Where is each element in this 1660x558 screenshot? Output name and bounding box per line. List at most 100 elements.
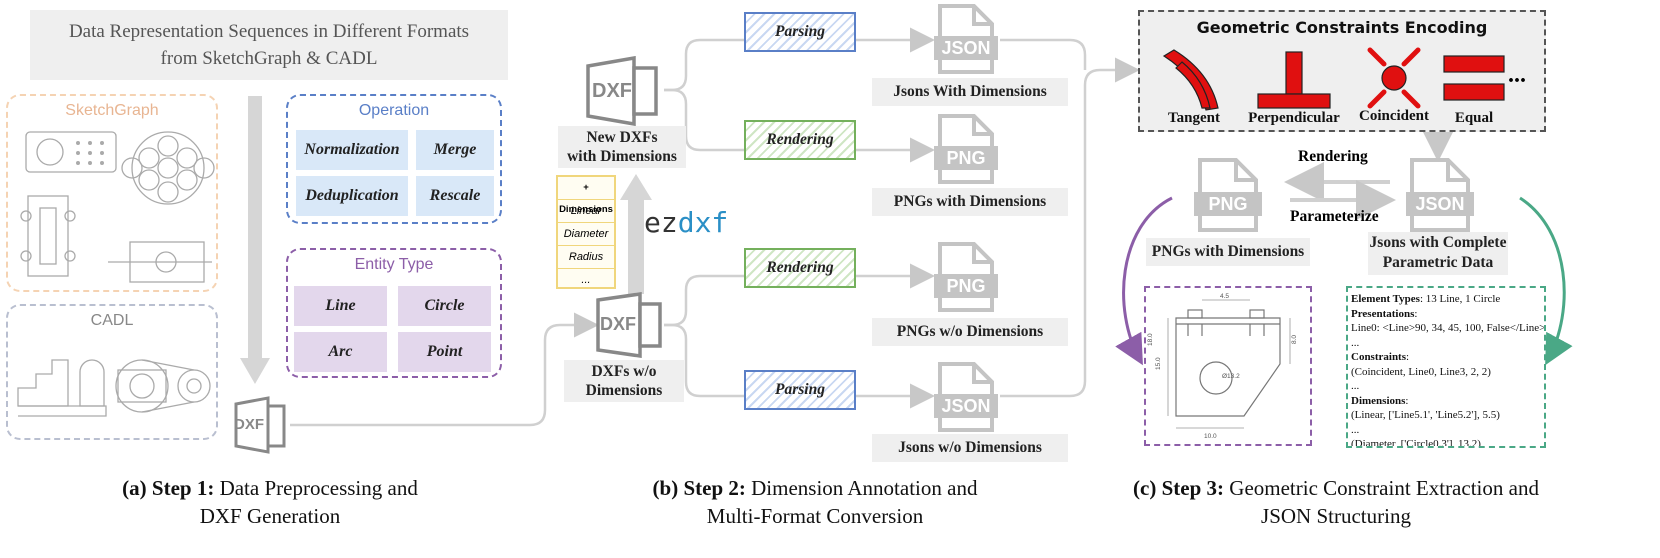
constraint-perpendicular: Perpendicular <box>1248 110 1340 126</box>
constraints-ellipsis: ... <box>1508 62 1526 88</box>
parametric-json-code: Element Types: 13 Line, 1 Circle Present… <box>1346 286 1546 448</box>
entity-type-box: Entity Type Line Circle Arc Point <box>286 248 502 378</box>
step1-title-box: Data Representation Sequences in Differe… <box>30 10 508 80</box>
step3-caption-rest: Geometric Constraint Extraction and <box>1224 476 1539 500</box>
step2-caption-bold: (b) Step 2: <box>652 476 746 500</box>
ezdxf-logo-ez: ez <box>644 206 678 239</box>
code-linear: (Linear, ['Line5.1', 'Line5.2'], 5.5) <box>1351 409 1500 421</box>
code-ellipsis-1: ... <box>1351 336 1360 349</box>
png-file-icon-1-label: PNG <box>946 148 986 168</box>
step3-caption-bold: (c) Step 3: <box>1133 476 1225 500</box>
step3-caption: (c) Step 3: Geometric Constraint Extract… <box>1106 474 1566 530</box>
cadl-label: CADL <box>90 312 134 329</box>
png-file-icon-1: PNG <box>934 114 998 184</box>
json-file-icon-2: JSON <box>934 362 998 432</box>
step2-caption-line2: Multi-Format Conversion <box>706 504 924 528</box>
entity-type-title: Entity Type <box>354 256 434 273</box>
png-file-icon-3-label: PNG <box>1208 194 1248 214</box>
code-dimensions-colon: : <box>1405 394 1409 407</box>
parameterize-arrow-label: Parameterize <box>1290 208 1379 225</box>
dxf-icon-new: DXF <box>582 55 666 127</box>
sketchgraph-thumbnails <box>20 131 215 283</box>
new-dxf-label-line1: New DXFs <box>586 129 658 146</box>
rendering-box-bottom: Rendering <box>744 248 856 288</box>
down-arrow <box>248 96 262 358</box>
png-file-icon-2: PNG <box>934 242 998 312</box>
step1-caption-line2: DXF Generation <box>199 504 341 528</box>
entity-line: Line <box>294 286 387 326</box>
step1-title-line2: from SketchGraph & CADL <box>160 48 378 69</box>
step3-json-label-line2: Parametric Data <box>1382 254 1494 271</box>
step3-png-label: PNGs with Dimensions <box>1146 238 1310 266</box>
dxf-icon-wo-label: DXF <box>600 314 636 334</box>
op-rescale: Rescale <box>416 176 494 216</box>
step1-caption-rest: Data Preprocessing and <box>214 476 418 500</box>
dxf-wo-label-line2: Dimensions <box>585 382 663 399</box>
code-constraints-colon: : <box>1406 351 1410 363</box>
out-pngs-wo-dimensions: PNGs w/o Dimensions <box>872 318 1068 346</box>
constraints-title: Geometric Constraints Encoding <box>1196 18 1488 37</box>
png-file-icon-3: PNG <box>1194 158 1262 232</box>
json-file-icon-2-label: JSON <box>941 396 991 416</box>
out-jsons-with-dimensions: Jsons With Dimensions <box>872 78 1068 106</box>
rendering-arrow-label: Rendering <box>1298 148 1368 165</box>
constraint-equal: Equal <box>1454 110 1494 126</box>
drawing-dim-bottom: 10.0 <box>1204 433 1217 440</box>
entity-circle: Circle <box>398 286 491 326</box>
constraint-coincident: Coincident <box>1358 108 1429 124</box>
dim-item-more: ... <box>581 274 591 286</box>
op-merge: Merge <box>416 130 494 170</box>
code-element-types-value: : 13 Line, 1 Circle <box>1419 293 1501 305</box>
new-dxf-label-line2: with Dimensions <box>567 148 677 165</box>
ezdxf-logo-dxf: dxf <box>677 206 729 239</box>
json-file-icon-3-label: JSON <box>1415 194 1465 214</box>
drawing-dim-diameter: Ø13.2 <box>1222 373 1240 380</box>
code-ellipsis-3: ... <box>1351 423 1360 436</box>
code-diameter: (Diameter, ['Circle0.3'], 13.2) <box>1351 438 1481 448</box>
constraints-encoding-box: Geometric Constraints Encoding ... Tange… <box>1138 10 1546 132</box>
png-file-icon-2-label: PNG <box>946 276 986 296</box>
dxf-icon-new-label: DXF <box>592 80 632 102</box>
operation-box: Operation Normalization Merge Deduplicat… <box>286 94 502 224</box>
step1-caption: (a) Step 1: Data Preprocessing and DXF G… <box>60 474 480 530</box>
dimension-list: + Dimensions Linear Diameter Radius ... <box>556 175 616 289</box>
perpendicular-icon <box>1257 51 1331 109</box>
sketchgraph-box: SketchGraph <box>6 94 218 292</box>
cadl-box: CADL <box>6 304 218 440</box>
dxf-icon-step1-label: DXF <box>234 416 264 433</box>
step3-json-label: Jsons with Complete Parametric Data <box>1368 232 1508 275</box>
step3-caption-line2: JSON Structuring <box>1261 504 1411 528</box>
dxf-wo-label: DXFs w/o Dimensions <box>564 360 684 402</box>
ezdxf-logo: ezdxf <box>644 206 728 239</box>
step2-caption: (b) Step 2: Dimension Annotation and Mul… <box>600 474 1030 530</box>
coincident-icon <box>1367 47 1421 109</box>
step1-caption-bold: (a) Step 1: <box>122 476 215 500</box>
json-file-icon-3: JSON <box>1406 158 1474 232</box>
code-line0: Line0: <Line>90, 34, 45, 100, False</Lin… <box>1351 322 1546 334</box>
json-file-icon-1: JSON <box>934 4 998 74</box>
tangent-icon <box>1162 49 1219 111</box>
entity-point: Point <box>398 332 491 372</box>
step3-json-label-line1: Jsons with Complete <box>1369 234 1507 251</box>
code-presentations-key: Presentations <box>1351 307 1415 320</box>
code-element-types-key: Element Types <box>1351 293 1420 305</box>
out-pngs-with-dimensions: PNGs with Dimensions <box>872 188 1068 216</box>
code-dimensions-key: Dimensions <box>1351 394 1406 407</box>
cadl-thumbnails <box>17 359 211 417</box>
code-ellipsis-2: ... <box>1351 380 1360 392</box>
json-file-icon-1-label: JSON <box>941 38 991 58</box>
operation-title: Operation <box>358 102 430 119</box>
drawing-dim-side: 18.0 <box>1147 333 1154 346</box>
code-constraints-key: Constraints <box>1351 351 1407 363</box>
entity-arc: Arc <box>294 332 387 372</box>
dxf-icon-step1: DXF <box>228 394 290 456</box>
parsing-box-top: Parsing <box>744 12 856 52</box>
rendering-box-top: Rendering <box>744 120 856 160</box>
sketchgraph-label: SketchGraph <box>65 102 159 119</box>
op-deduplication: Deduplication <box>296 176 408 216</box>
dim-item-header: + Dimensions <box>558 177 614 215</box>
drawing-dim-top: 4.5 <box>1220 293 1229 300</box>
op-normalization: Normalization <box>296 130 408 170</box>
drawing-dim-height: 15.0 <box>1155 357 1162 370</box>
